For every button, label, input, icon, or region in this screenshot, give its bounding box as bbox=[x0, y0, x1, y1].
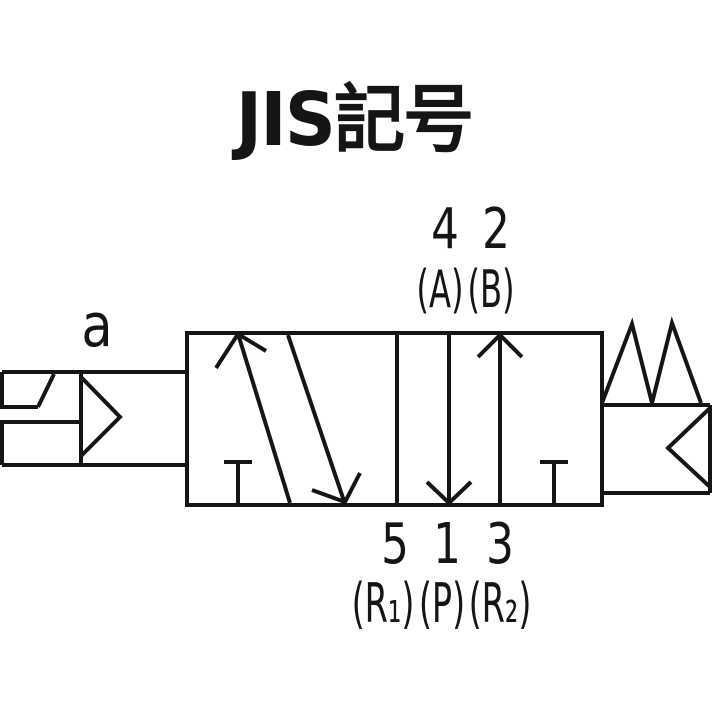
flow-down-arrow-shaft bbox=[286, 334, 346, 502]
position-a-flow-paths bbox=[214, 331, 362, 505]
port-p-name: (P) bbox=[419, 572, 465, 636]
valve-body-outline bbox=[185, 331, 604, 507]
flow-down-arrowhead bbox=[311, 472, 362, 505]
port-r1-name: (R₁) bbox=[352, 572, 415, 636]
bottom-port-labels: 5 1 3 (R₁) (P) (R₂) bbox=[352, 511, 532, 636]
valve-body bbox=[185, 331, 604, 507]
flow-up-arrowhead bbox=[214, 331, 268, 370]
port-a-name: (A) bbox=[416, 260, 463, 320]
port-2-number: 2 bbox=[482, 196, 510, 262]
pilot-chevron-right bbox=[79, 375, 123, 458]
port-1-number: 1 bbox=[433, 511, 461, 577]
spring-zigzag bbox=[600, 316, 703, 404]
flow-down-arrowhead bbox=[425, 480, 473, 506]
spring-return-actuator bbox=[600, 316, 712, 495]
pilot-chevron-left bbox=[665, 407, 711, 488]
solenoid-diagonal-line bbox=[36, 373, 56, 408]
port-r2-name: (R₂) bbox=[469, 572, 532, 636]
actuator-a-label: a bbox=[81, 291, 112, 361]
port-5-number: 5 bbox=[381, 511, 409, 577]
port-b-name: (B) bbox=[467, 260, 514, 320]
position-b-flow-paths bbox=[425, 332, 568, 506]
solenoid-actuator: a bbox=[0, 291, 187, 467]
page-title: JIS記号 bbox=[231, 78, 472, 164]
port-3-number: 3 bbox=[486, 511, 514, 577]
top-port-labels: 4 2 (A) (B) bbox=[416, 196, 514, 321]
flow-up-arrow-shaft bbox=[237, 336, 292, 504]
port-4-number: 4 bbox=[431, 196, 459, 262]
flow-up-arrowhead bbox=[476, 332, 524, 359]
